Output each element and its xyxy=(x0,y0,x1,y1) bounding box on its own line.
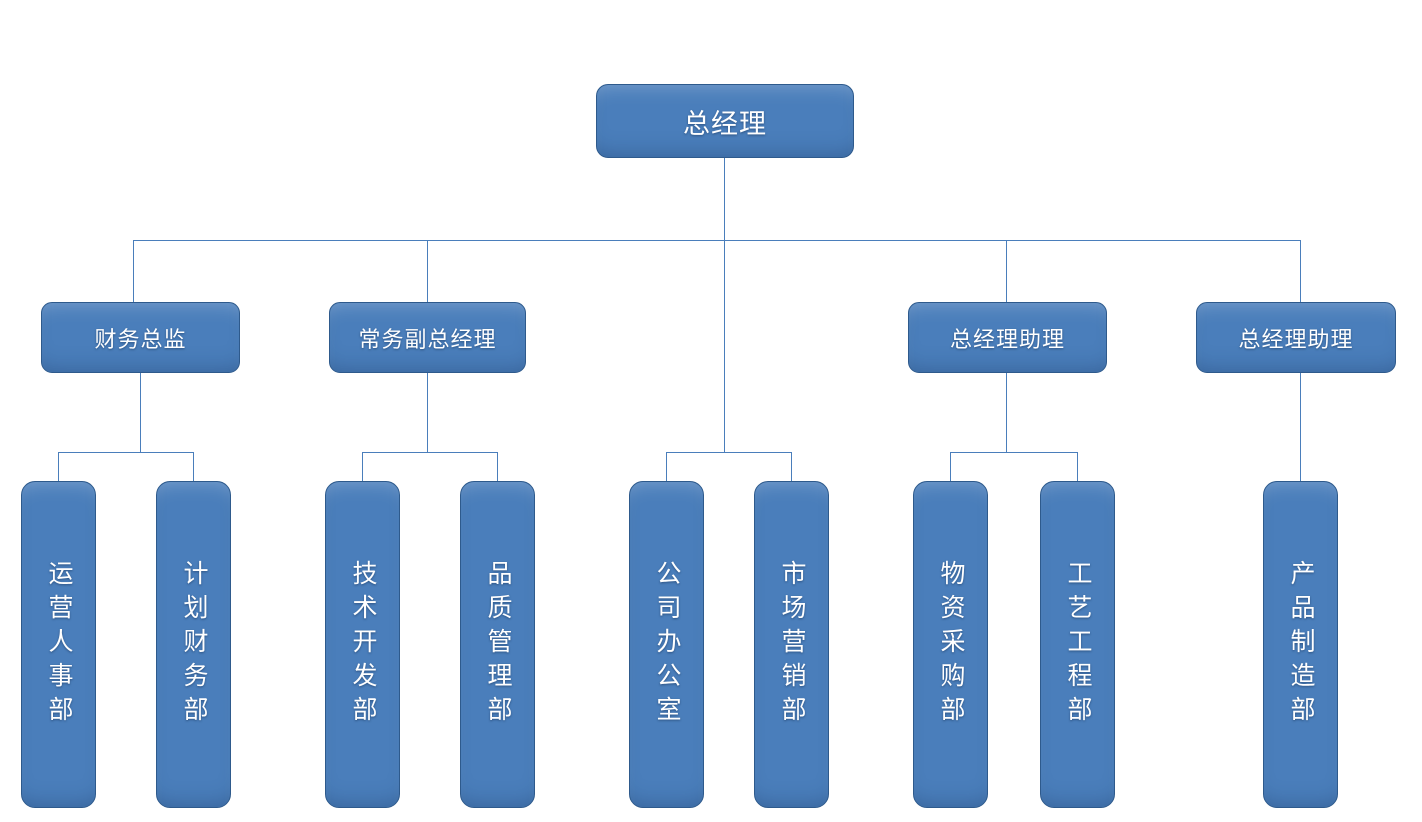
node-label: 市场营销部 xyxy=(778,559,805,730)
node-operations-hr-department[interactable]: 运营人事部 xyxy=(21,481,96,808)
connector-stem-gm-assistant-2 xyxy=(1300,373,1301,481)
node-label: 常务副总经理 xyxy=(358,326,497,352)
connector-drop-exec-deputy-gm xyxy=(427,240,428,302)
node-label: 产品制造部 xyxy=(1287,559,1314,730)
node-exec-deputy-gm[interactable]: 常务副总经理 xyxy=(329,302,526,373)
node-tech-development-department[interactable]: 技术开发部 xyxy=(325,481,400,808)
connector-root-stem xyxy=(724,158,725,240)
connector-drop-finance-director xyxy=(133,240,134,302)
node-process-engineering-department[interactable]: 工艺工程部 xyxy=(1040,481,1115,808)
node-label: 品质管理部 xyxy=(484,559,511,730)
connector-drop-planning-finance xyxy=(193,452,194,481)
node-gm-assistant-1[interactable]: 总经理助理 xyxy=(908,302,1107,373)
connector-bus-gm-direct xyxy=(666,452,791,453)
node-label: 工艺工程部 xyxy=(1064,559,1091,730)
connector-stem-exec-deputy-gm xyxy=(427,373,428,452)
connector-drop-company-office xyxy=(666,452,667,481)
connector-drop-quality-management xyxy=(497,452,498,481)
node-product-manufacturing-department[interactable]: 产品制造部 xyxy=(1263,481,1338,808)
connector-drop-marketing xyxy=(791,452,792,481)
node-label: 物资采购部 xyxy=(937,559,964,730)
connector-drop-gm-assistant-1 xyxy=(1006,240,1007,302)
connector-drop-operations-hr xyxy=(58,452,59,481)
node-finance-director[interactable]: 财务总监 xyxy=(41,302,240,373)
connector-drop-gm-assistant-2 xyxy=(1300,240,1301,302)
connector-stem-gm-assistant-1 xyxy=(1006,373,1007,452)
connector-bus-exec-deputy-gm xyxy=(362,452,497,453)
node-materials-procurement-department[interactable]: 物资采购部 xyxy=(913,481,988,808)
node-label: 运营人事部 xyxy=(45,559,72,730)
node-planning-finance-department[interactable]: 计划财务部 xyxy=(156,481,231,808)
node-quality-management-department[interactable]: 品质管理部 xyxy=(460,481,535,808)
connector-root-direct-stem xyxy=(724,240,725,452)
node-label: 财务总监 xyxy=(94,326,187,352)
node-label: 计划财务部 xyxy=(180,559,207,730)
node-label: 公司办公室 xyxy=(653,559,680,730)
connector-stem-finance-director xyxy=(140,373,141,452)
connector-bus-finance-director xyxy=(58,452,194,453)
connector-level2-bus xyxy=(133,240,1301,241)
node-label: 总经理助理 xyxy=(949,326,1065,352)
node-general-manager[interactable]: 总经理 xyxy=(596,84,854,158)
node-label: 技术开发部 xyxy=(349,559,376,730)
connector-drop-tech-development xyxy=(362,452,363,481)
node-label: 总经理 xyxy=(683,108,767,139)
connector-bus-gm-assistant-1 xyxy=(950,452,1077,453)
node-gm-assistant-2[interactable]: 总经理助理 xyxy=(1196,302,1396,373)
connector-drop-process-engineering xyxy=(1077,452,1078,481)
node-company-office[interactable]: 公司办公室 xyxy=(629,481,704,808)
connector-drop-materials-procurement xyxy=(950,452,951,481)
node-label: 总经理助理 xyxy=(1238,326,1354,352)
node-marketing-department[interactable]: 市场营销部 xyxy=(754,481,829,808)
